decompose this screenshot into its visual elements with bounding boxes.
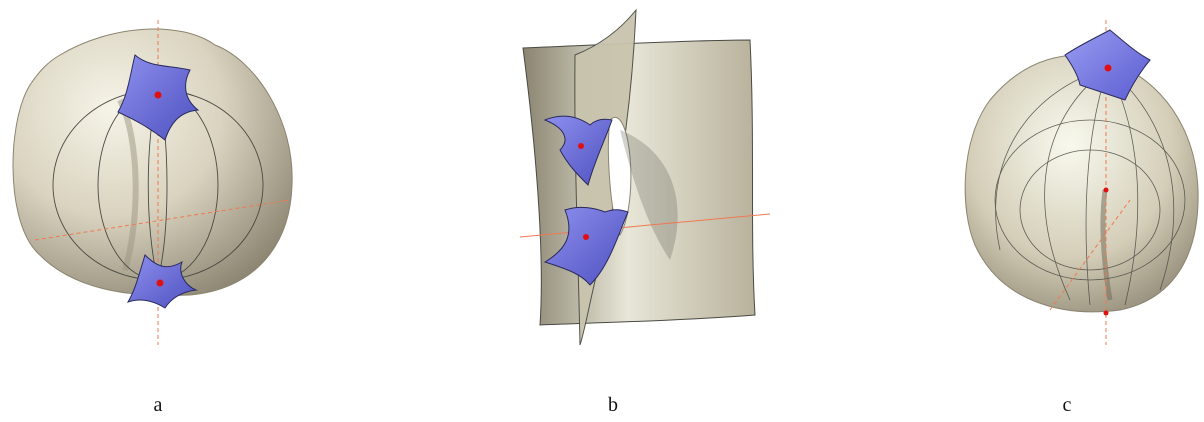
fold-c bbox=[1100, 189, 1113, 301]
panel-a bbox=[0, 0, 330, 380]
point-c-top bbox=[1104, 64, 1112, 72]
shadow-b bbox=[620, 130, 678, 260]
panel-c-figure bbox=[964, 20, 1199, 345]
point-a-top bbox=[154, 91, 162, 99]
panel-a-figure bbox=[12, 20, 293, 345]
panel-c bbox=[950, 0, 1204, 380]
surface-c bbox=[964, 54, 1199, 313]
point-a-bottom bbox=[156, 279, 164, 287]
panel-b-figure bbox=[519, 8, 771, 346]
point-b-bottom bbox=[583, 234, 589, 240]
caption-a: a bbox=[153, 394, 163, 416]
axis-b bbox=[519, 213, 771, 238]
panel-b bbox=[470, 0, 790, 380]
patch-b-top bbox=[543, 115, 613, 186]
patch-b-bottom bbox=[543, 206, 629, 286]
point-b-top bbox=[578, 143, 584, 149]
surface-a bbox=[12, 28, 293, 297]
hole-b bbox=[607, 116, 632, 237]
point-c-bottom bbox=[1103, 310, 1109, 316]
point-c-middle bbox=[1103, 187, 1109, 193]
caption-b: b bbox=[608, 394, 618, 416]
caption-c: c bbox=[1062, 394, 1072, 416]
